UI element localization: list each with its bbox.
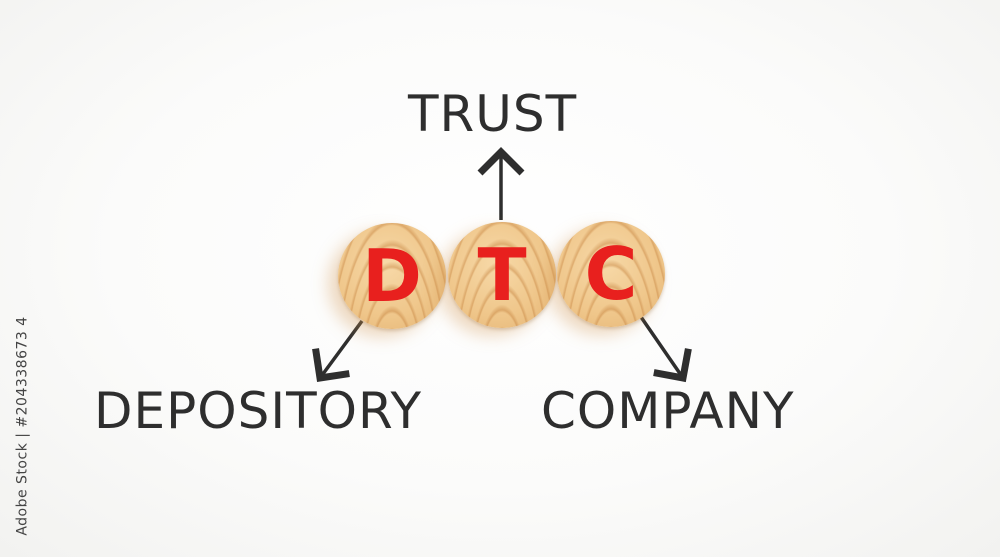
trust-word: TRUST (408, 85, 578, 143)
depository-word: DEPOSITORY (94, 382, 423, 440)
stock-watermark: Adobe Stock | #204338673 4 (8, 306, 38, 546)
disc-letter-d: D (362, 234, 422, 318)
disc-letter-t: T (477, 233, 527, 317)
company-word: COMPANY (541, 382, 795, 440)
wooden-disc-c: C (557, 221, 665, 327)
arrow-down-right (639, 316, 692, 383)
disc-letter-c: C (584, 232, 638, 316)
wooden-disc-t: T (448, 222, 556, 328)
wooden-disc-d: D (338, 223, 446, 329)
arrow-down-left (312, 319, 364, 382)
watermark-text: Adobe Stock | #204338673 4 (15, 316, 32, 536)
